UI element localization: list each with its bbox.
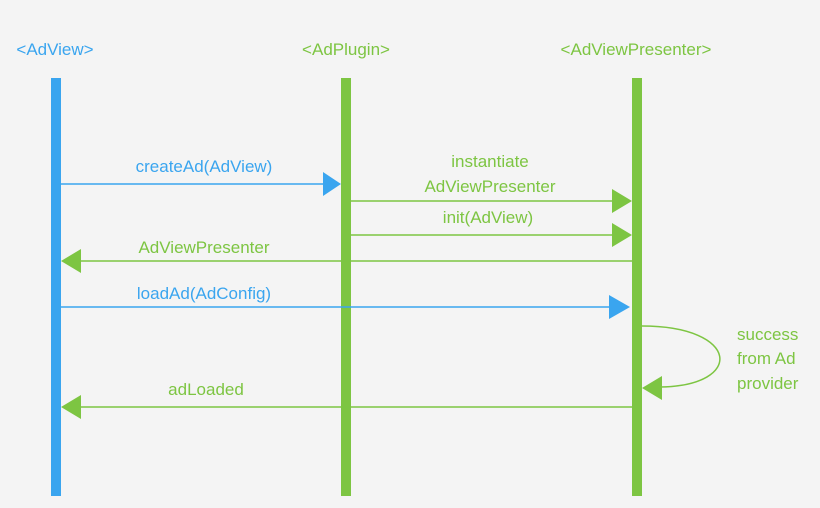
arrowhead-load-ad — [609, 295, 630, 319]
lifeline-bar-presenter — [632, 78, 642, 496]
arrowhead-self-success — [642, 376, 662, 400]
message-init: init(AdView) — [351, 208, 632, 247]
message-label-init: init(AdView) — [443, 208, 533, 227]
arrowhead-return-presenter — [61, 249, 81, 273]
lifeline-bar-adview — [51, 78, 61, 496]
message-label-success-line1: success — [737, 325, 798, 344]
arrowhead-instantiate — [612, 189, 632, 213]
lifeline-header-adview: <AdView> — [16, 40, 93, 59]
arrowhead-create-ad — [323, 172, 341, 196]
message-label-create-ad: createAd(AdView) — [136, 157, 273, 176]
message-label-success-line3: provider — [737, 374, 799, 393]
message-label-success-line2: from Ad — [737, 349, 796, 368]
message-instantiate: instantiate AdViewPresenter — [351, 152, 632, 213]
lifeline-header-presenter: <AdViewPresenter> — [561, 40, 712, 59]
arrowhead-ad-loaded — [61, 395, 81, 419]
message-create-ad: createAd(AdView) — [61, 157, 341, 196]
message-return-presenter: AdViewPresenter — [61, 238, 632, 273]
message-label-instantiate-line2: AdViewPresenter — [424, 177, 555, 196]
lifeline-header-adplugin: <AdPlugin> — [302, 40, 390, 59]
arrowhead-init — [612, 223, 632, 247]
message-load-ad: loadAd(AdConfig) — [61, 284, 630, 319]
message-label-instantiate-line1: instantiate — [451, 152, 529, 171]
self-call-loop — [641, 325, 721, 388]
message-label-return-presenter: AdViewPresenter — [138, 238, 269, 257]
message-self-success: success from Ad provider — [641, 325, 799, 400]
lifeline-bar-adplugin — [341, 78, 351, 496]
message-label-load-ad: loadAd(AdConfig) — [137, 284, 271, 303]
message-ad-loaded: adLoaded — [61, 380, 632, 419]
message-label-ad-loaded: adLoaded — [168, 380, 244, 399]
